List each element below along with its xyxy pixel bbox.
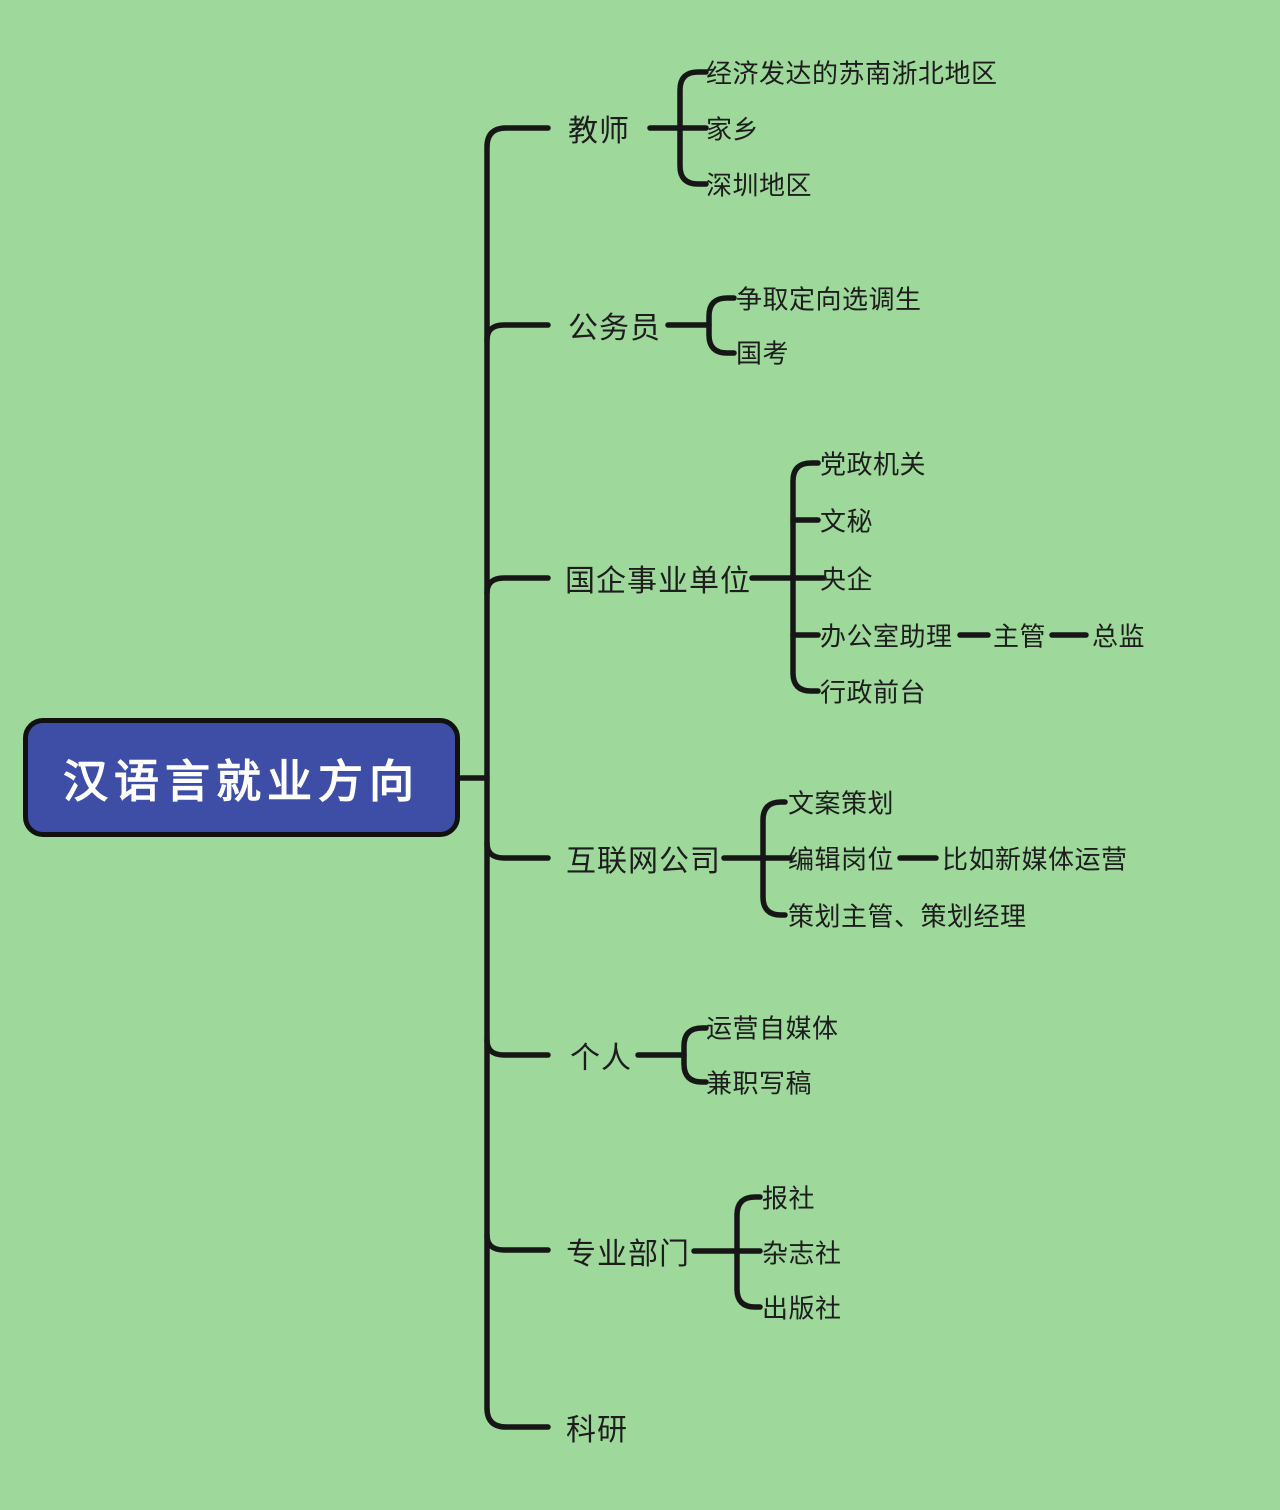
personal-bracket	[681, 1025, 709, 1085]
node-publishing-house[interactable]: 出版社	[762, 1293, 842, 1324]
teacher-bracket	[677, 69, 709, 187]
node-hometown[interactable]: 家乡	[706, 114, 760, 145]
node-self-media[interactable]: 运营自媒体	[706, 1013, 839, 1044]
node-admin-reception[interactable]: 行政前台	[820, 677, 927, 708]
branch-elbow-civil-servant	[484, 322, 551, 343]
civil-servant-bracket	[706, 295, 737, 356]
node-office-assistant[interactable]: 办公室助理	[820, 621, 953, 652]
branch-professional-dept[interactable]: 专业部门	[566, 1238, 690, 1271]
professional-bracket	[734, 1194, 763, 1310]
branch-research[interactable]: 科研	[566, 1414, 628, 1447]
branch-personal[interactable]: 个人	[570, 1042, 632, 1075]
node-targeted-selection[interactable]: 争取定向选调生	[736, 284, 922, 315]
node-secretary[interactable]: 文秘	[820, 506, 874, 537]
branch-elbow-internet	[484, 840, 551, 861]
node-copywriting[interactable]: 文案策划	[788, 788, 895, 819]
root-node[interactable]: 汉语言就业方向	[23, 718, 460, 837]
branch-elbow-personal	[484, 1037, 551, 1058]
state-owned-bracket	[790, 460, 821, 694]
node-director[interactable]: 总监	[1092, 621, 1146, 652]
node-freelance-writing[interactable]: 兼职写稿	[706, 1068, 813, 1099]
node-supervisor[interactable]: 主管	[993, 621, 1047, 652]
node-new-media-operation[interactable]: 比如新媒体运营	[942, 844, 1128, 875]
root-node-label: 汉语言就业方向	[62, 756, 420, 807]
node-planning-manager[interactable]: 策划主管、策划经理	[788, 901, 1027, 932]
internet-bracket	[760, 799, 788, 918]
branch-elbow-state-owned	[484, 575, 551, 596]
node-national-exam[interactable]: 国考	[736, 338, 790, 369]
node-magazine-office[interactable]: 杂志社	[762, 1238, 842, 1269]
node-party-gov-organs[interactable]: 党政机关	[820, 449, 927, 480]
node-shenzhen-region[interactable]: 深圳地区	[706, 170, 813, 201]
branch-teacher[interactable]: 教师	[568, 115, 630, 148]
branch-state-owned[interactable]: 国企事业单位	[565, 565, 751, 598]
branch-elbow-professional	[484, 1232, 551, 1253]
branch-internet-company[interactable]: 互联网公司	[566, 845, 721, 878]
node-newspaper-office[interactable]: 报社	[762, 1183, 816, 1214]
node-central-enterprise[interactable]: 央企	[820, 564, 874, 595]
node-developed-regions[interactable]: 经济发达的苏南浙北地区	[706, 58, 998, 89]
branch-civil-servant[interactable]: 公务员	[568, 312, 661, 345]
node-editor-position[interactable]: 编辑岗位	[788, 844, 895, 875]
